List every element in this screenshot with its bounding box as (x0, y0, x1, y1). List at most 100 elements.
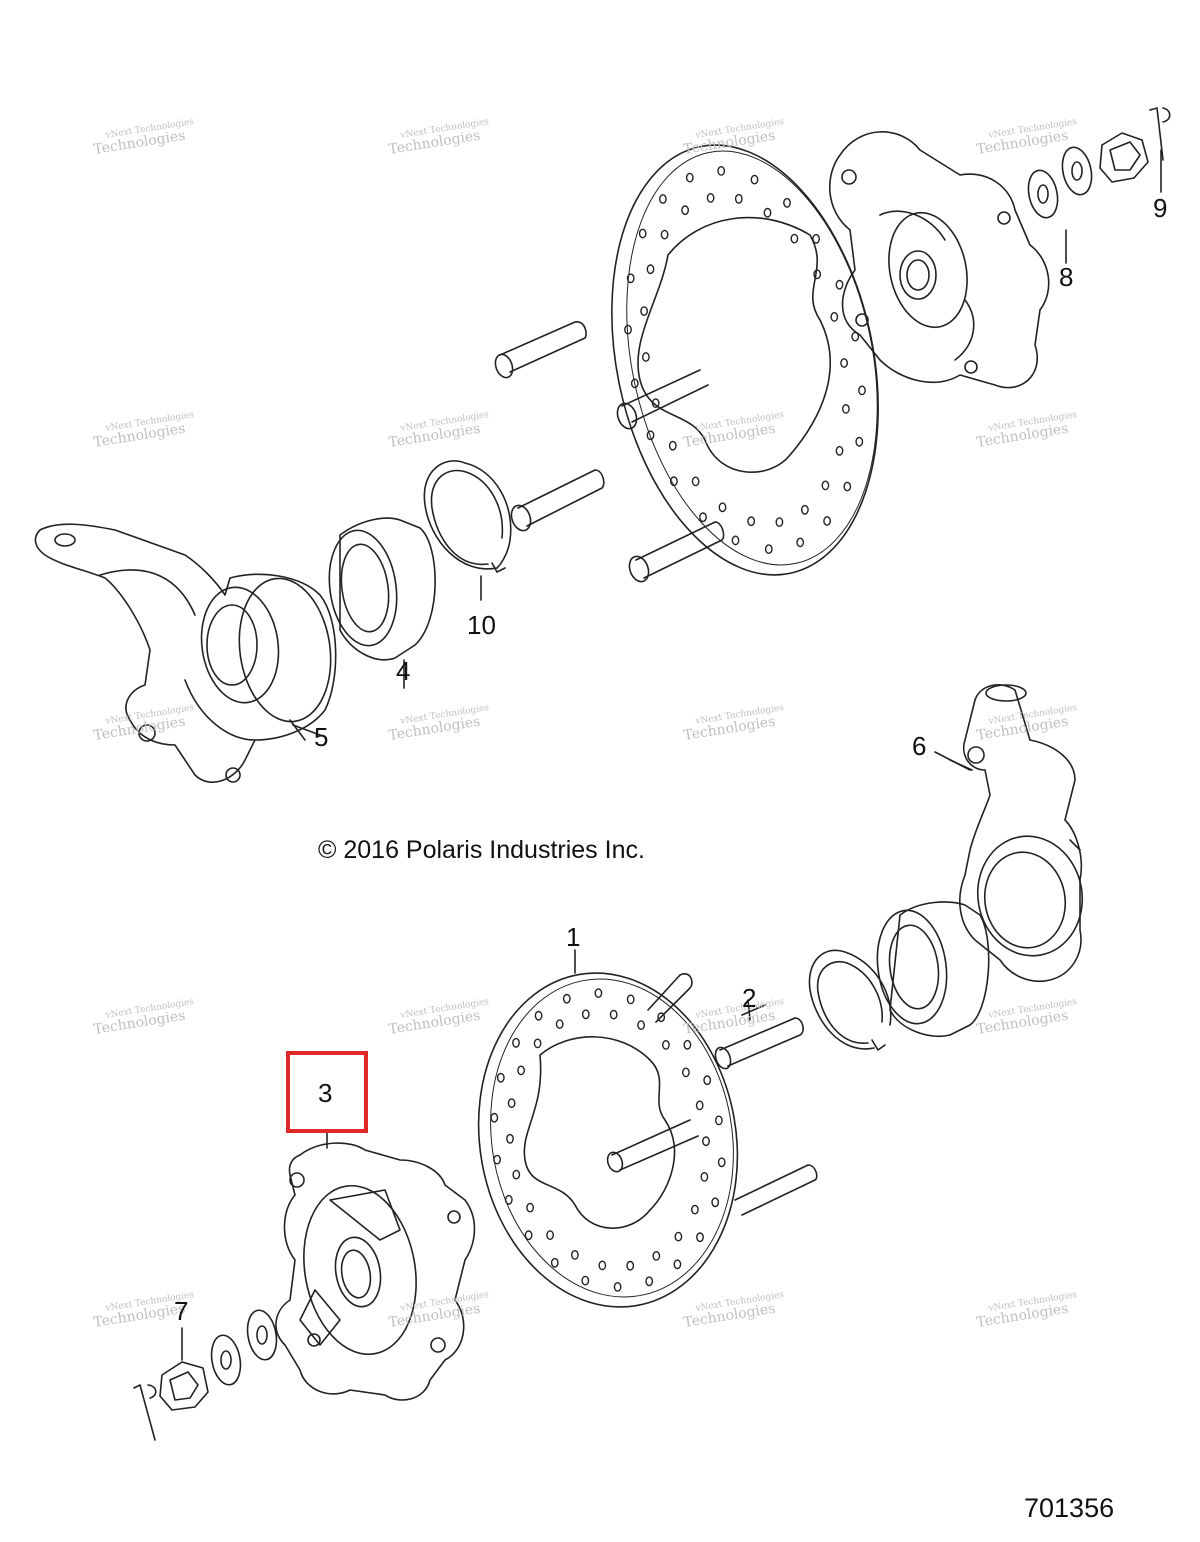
upper-hub (829, 131, 1050, 389)
upper-wheel-studs (494, 321, 725, 583)
lower-right-knuckle (949, 684, 1084, 982)
upper-rotor-drill-hole (718, 502, 727, 513)
lower-rotor-drill-hole (711, 1197, 720, 1208)
callout-highlight-box (286, 1051, 368, 1133)
upper-rotor-drill-hole (823, 516, 831, 526)
lower-rotor-drill-hole (507, 1098, 516, 1109)
lower-rotor-drill-hole (571, 1250, 579, 1260)
upper-rotor-drill-hole (731, 535, 740, 546)
lower-rotor-drill-hole (550, 1257, 559, 1268)
upper-rotor-drill-hole (642, 352, 650, 362)
lower-rotor-drill-hole (512, 1037, 520, 1048)
lower-rotor-drill-hole (703, 1075, 712, 1086)
lower-rotor-drill-hole (524, 1230, 533, 1241)
upper-rotor-drill-hole (855, 436, 864, 447)
lower-wheel-studs (606, 973, 818, 1216)
upper-bearing (328, 517, 436, 689)
lower-rotor-drill-hole (652, 1251, 661, 1261)
upper-rotor-drill-hole (775, 517, 784, 527)
upper-rotor-drill-hole (835, 279, 844, 290)
upper-rotor-drill-hole (646, 264, 655, 275)
upper-rotor-drill-hole (706, 192, 715, 203)
callout-10-snap-ring[interactable]: 10 (467, 610, 496, 640)
upper-rotor-drill-hole (685, 172, 694, 183)
lower-rotor-drill-hole (533, 1038, 542, 1049)
upper-rotor-drill-hole (659, 194, 667, 204)
lower-rotor-drill-hole (506, 1133, 514, 1144)
lower-rotor-drill-hole (496, 1072, 505, 1083)
callout-8-washer[interactable]: 8 (1059, 262, 1074, 292)
upper-rotor-drill-hole (699, 512, 707, 523)
upper-rotor-drill-hole (801, 504, 809, 515)
callout-9-cotter-pin[interactable]: 9 (1153, 193, 1168, 223)
callout-2-wheel-stud[interactable]: 2 (742, 983, 757, 1013)
lower-rotor-drill-hole (700, 1172, 709, 1182)
upper-rotor-drill-hole (734, 193, 743, 204)
upper-rotor-drill-hole (790, 233, 799, 244)
lower-hub (275, 1132, 476, 1401)
lower-rotor-drill-hole (512, 1169, 521, 1180)
lower-rotor-drill-hole (490, 1112, 499, 1123)
lower-rotor-drill-hole (696, 1232, 704, 1243)
lower-rotor-drill-hole (695, 1100, 704, 1111)
lower-rotor-drill-hole (555, 1019, 564, 1029)
upper-brake-rotor (611, 144, 879, 576)
upper-rotor-drill-hole (858, 385, 866, 396)
lower-rotor-drill-hole (581, 1275, 590, 1286)
lower-rotor-drill-hole (673, 1259, 682, 1270)
upper-rotor-drill-hole (835, 445, 844, 456)
upper-rotor-drill-hole (681, 205, 689, 216)
upper-rotor-drill-hole (830, 311, 839, 322)
upper-washers-and-nut (1027, 107, 1171, 264)
copyright-notice: © 2016 Polaris Industries Inc. (318, 836, 645, 864)
upper-snap-ring (423, 460, 512, 601)
upper-rotor-drill-hole (821, 480, 830, 491)
lower-rotor-drill-hole (562, 993, 571, 1004)
lower-rotor-drill-hole (504, 1194, 513, 1205)
upper-knuckle (34, 523, 337, 784)
lower-rotor-drill-hole (637, 1020, 645, 1030)
upper-rotor-drill-hole (660, 229, 669, 240)
lower-rotor-drill-hole (613, 1282, 622, 1292)
lower-rotor-drill-hole (626, 994, 635, 1005)
callout-3-hub[interactable]: 3 (318, 1078, 333, 1108)
lower-rotor-drill-hole (674, 1231, 683, 1242)
callout-5-knuckle[interactable]: 5 (314, 722, 329, 752)
upper-rotor-drill-hole (750, 174, 759, 185)
upper-rotor-drill-hole (626, 273, 635, 284)
callout-4-bearing[interactable]: 4 (396, 656, 411, 686)
upper-rotor-drill-hole (638, 228, 647, 239)
upper-rotor-drill-hole (640, 306, 648, 316)
upper-rotor-drill-hole (763, 207, 772, 218)
upper-rotor-drill-hole (646, 430, 655, 441)
callout-1-brake-rotor[interactable]: 1 (566, 922, 581, 952)
lower-rotor-drill-hole (598, 1260, 607, 1271)
upper-rotor-drill-hole (651, 398, 660, 408)
upper-rotor-drill-hole (670, 476, 678, 487)
upper-rotor-drill-hole (796, 537, 805, 548)
lower-rotor-drill-hole (691, 1204, 699, 1215)
upper-rotor-drill-hole (717, 165, 726, 176)
lower-rotor-drill-hole (702, 1136, 710, 1147)
lower-rotor-drill-hole (717, 1157, 726, 1168)
upper-rotor-drill-hole (624, 324, 632, 335)
upper-rotor-drill-hole (668, 440, 677, 451)
upper-rotor-drill-hole (840, 358, 848, 368)
lower-rotor-drill-hole (534, 1010, 543, 1021)
lower-rotor-drill-hole (683, 1039, 692, 1050)
lower-rotor-drill-hole (517, 1065, 525, 1076)
lower-rotor-drill-hole (715, 1115, 723, 1126)
callout-7-nut[interactable]: 7 (174, 1296, 189, 1326)
lower-rotor-drill-hole (682, 1067, 690, 1078)
upper-rotor-drill-hole (764, 544, 773, 554)
upper-rotor-drill-hole (842, 403, 850, 414)
lower-rotor-drill-hole (609, 1009, 618, 1020)
lower-rotor-drill-hole (626, 1260, 635, 1271)
lower-rotor-drill-hole (594, 988, 603, 998)
upper-rotor-drill-hole (843, 481, 852, 492)
callout-6-knuckle[interactable]: 6 (912, 731, 927, 761)
upper-rotor-drill-hole (812, 233, 820, 244)
lower-bearing (876, 901, 990, 1037)
lower-rotor-drill-hole (526, 1202, 534, 1213)
lower-rotor-drill-hole (546, 1230, 554, 1241)
